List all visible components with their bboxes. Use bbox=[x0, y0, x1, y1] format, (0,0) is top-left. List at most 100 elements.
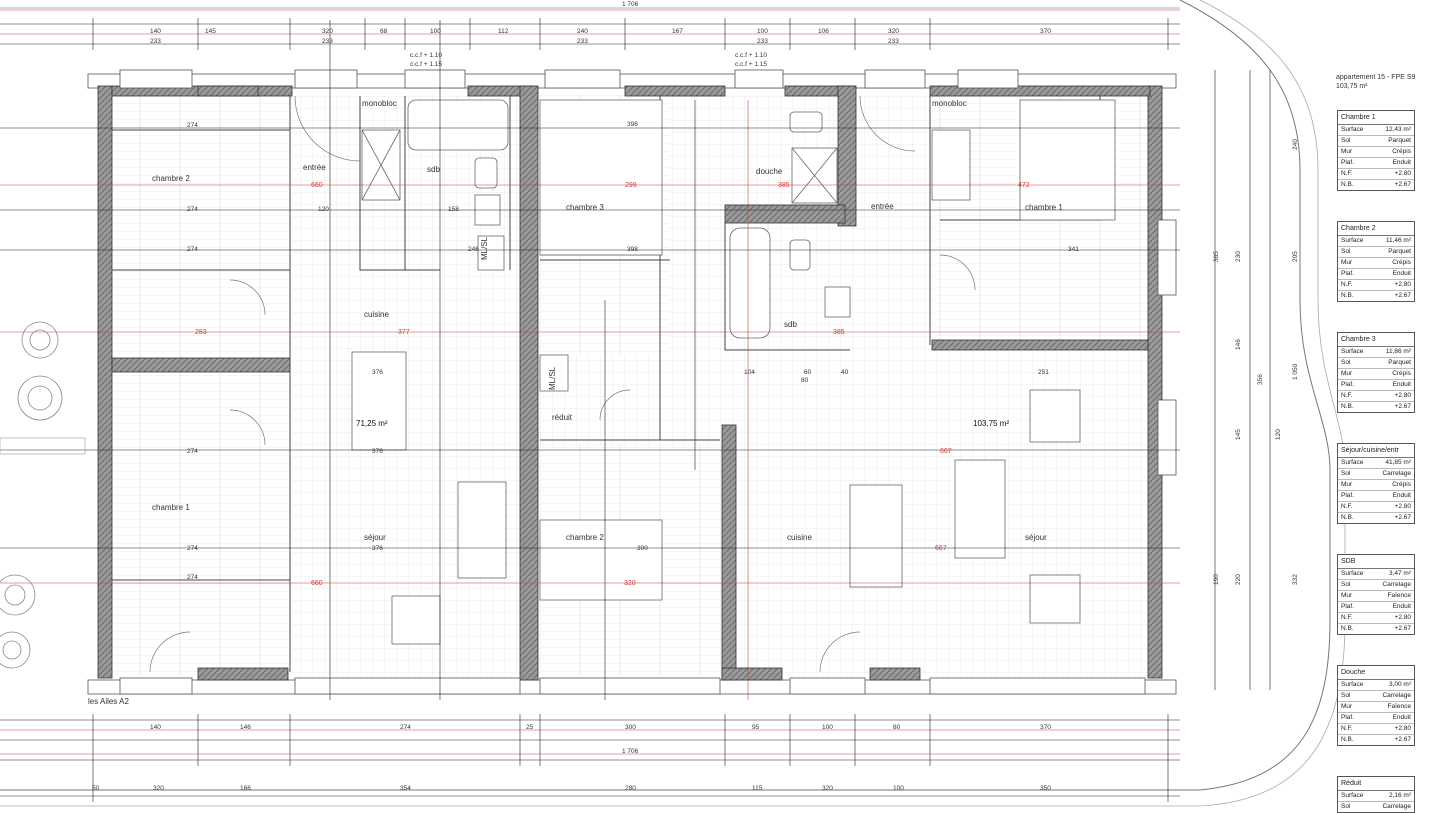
area-right-label: 103,75 m² bbox=[973, 419, 1009, 428]
dimension-label: 320 bbox=[322, 28, 333, 35]
room-card-value: Carrelage bbox=[1382, 470, 1411, 477]
room-card-value: Carrelage bbox=[1382, 692, 1411, 699]
room-card-key: N.F. bbox=[1341, 392, 1353, 399]
floor-level-label: c.c.f + 1.10 bbox=[410, 52, 442, 59]
dimension-label: 300 bbox=[625, 724, 636, 731]
total-width-bottom: 1 706 bbox=[622, 748, 639, 755]
room-card-key: Mur bbox=[1341, 703, 1353, 710]
dimension-label: 233 bbox=[577, 38, 588, 45]
room-card-row: N.B.+2.67 bbox=[1338, 624, 1414, 634]
room-card-key: Sol bbox=[1341, 692, 1351, 699]
dimension-lines bbox=[0, 20, 1271, 797]
room-card-key: N.F. bbox=[1341, 170, 1353, 177]
room-card-title: Douche bbox=[1338, 666, 1414, 680]
room-card-key: Sol bbox=[1341, 803, 1351, 810]
room-card-key: Plaf. bbox=[1341, 603, 1355, 610]
dimension-label: 398 bbox=[627, 246, 638, 253]
dimension-label: 106 bbox=[818, 28, 829, 35]
room-card-key: Plaf. bbox=[1341, 381, 1355, 388]
room-card-value: Faïence bbox=[1387, 703, 1412, 710]
room-card-value: Enduit bbox=[1392, 492, 1411, 499]
room-card-row: Sol Carrelage bbox=[1338, 691, 1414, 702]
room-card-value: Enduit bbox=[1392, 270, 1411, 277]
room-card-row: Sol Carrelage bbox=[1338, 469, 1414, 480]
room-card-row: Plaf. Enduit bbox=[1338, 602, 1414, 613]
red-dimension-label: 660 bbox=[311, 182, 323, 189]
room-card-key: Surface bbox=[1341, 792, 1364, 799]
dimension-label: 233 bbox=[322, 38, 333, 45]
dimension-label: 80 bbox=[893, 724, 901, 731]
dimension-label: 145 bbox=[205, 28, 216, 35]
room-label: entrée bbox=[871, 202, 894, 211]
dimension-label: 300 bbox=[637, 545, 648, 552]
floor-level-label: c.c.f + 1.15 bbox=[735, 61, 767, 68]
room-card-key: Sol bbox=[1341, 248, 1351, 255]
room-card-key: Mur bbox=[1341, 592, 1353, 599]
room-card-value: 3,00 m² bbox=[1388, 681, 1411, 688]
room-card-row: Surface 2,16 m² bbox=[1338, 791, 1414, 802]
room-card-row: N.B.+2.67 bbox=[1338, 291, 1414, 301]
vertical-dimension-label: 332 bbox=[1292, 574, 1299, 585]
room-card-key: N.B. bbox=[1341, 625, 1354, 632]
room-card-key: Mur bbox=[1341, 481, 1353, 488]
plan-caption: les Ailes A2 bbox=[88, 697, 129, 706]
room-card-value: +2.67 bbox=[1394, 292, 1411, 299]
dimension-label: 240 bbox=[577, 28, 588, 35]
room-label: monobloc bbox=[932, 99, 967, 108]
dimension-label: 50 bbox=[92, 785, 100, 792]
dimension-label: 320 bbox=[153, 785, 164, 792]
room-card-key: N.F. bbox=[1341, 503, 1353, 510]
room-card-key: Surface bbox=[1341, 348, 1364, 355]
room-card-value: +2.80 bbox=[1394, 281, 1411, 288]
vertical-dimension-label: 365 bbox=[1213, 251, 1220, 262]
room-card-row: N.B.+2.67 bbox=[1338, 735, 1414, 745]
room-card-row: Plaf.Enduit bbox=[1338, 491, 1414, 502]
room-card-key: N.F. bbox=[1341, 614, 1353, 621]
dimension-label: 100 bbox=[757, 28, 768, 35]
room-card-row: N.B.+2.67 bbox=[1338, 180, 1414, 190]
room-card-value: 2,16 m² bbox=[1388, 792, 1411, 799]
room-label: sdb bbox=[427, 165, 440, 174]
floor-level-label: c.c.f + 1.10 bbox=[735, 52, 767, 59]
dimension-label: 25 bbox=[526, 724, 534, 731]
room-card-value: +2.80 bbox=[1394, 614, 1411, 621]
room-card-value: Enduit bbox=[1392, 381, 1411, 388]
room-card-row: Mur Faïence bbox=[1338, 702, 1414, 713]
room-label: ML/SL bbox=[480, 236, 489, 260]
room-card-title: Chambre 1 bbox=[1338, 111, 1414, 125]
room-label: cuisine bbox=[364, 310, 389, 319]
dimension-label: 370 bbox=[1040, 724, 1051, 731]
total-width-top: 1 706 bbox=[622, 1, 639, 8]
room-card-value: 11,86 m² bbox=[1385, 348, 1411, 355]
room-card-value: Enduit bbox=[1392, 159, 1411, 166]
room-card-value: Enduit bbox=[1392, 603, 1411, 610]
red-dimension-label: 385 bbox=[778, 182, 790, 189]
dimension-label: 320 bbox=[888, 28, 899, 35]
room-card-key: Mur bbox=[1341, 148, 1353, 155]
vertical-dimension-label: 1 050 bbox=[1292, 363, 1299, 380]
room-card-value: +2.80 bbox=[1394, 725, 1411, 732]
dimension-label: 233 bbox=[150, 38, 161, 45]
room-card-value: 3,47 m² bbox=[1388, 570, 1411, 577]
room-card-key: Sol bbox=[1341, 581, 1351, 588]
room-card-key: Plaf. bbox=[1341, 159, 1355, 166]
room-card-title: Chambre 3 bbox=[1338, 333, 1414, 347]
floor-level-label: c.c.f + 1.15 bbox=[410, 61, 442, 68]
dimension-label: 274 bbox=[187, 122, 198, 129]
dimension-label: 350 bbox=[1040, 785, 1051, 792]
room-label: cuisine bbox=[787, 533, 812, 542]
dimension-label: 376 bbox=[372, 545, 383, 552]
dimension-label: 158 bbox=[448, 206, 459, 213]
room-card-key: N.B. bbox=[1341, 736, 1354, 743]
dimension-label: 100 bbox=[430, 28, 441, 35]
room-card-key: Sol bbox=[1341, 470, 1351, 477]
red-dimension-lines bbox=[0, 9, 1180, 755]
